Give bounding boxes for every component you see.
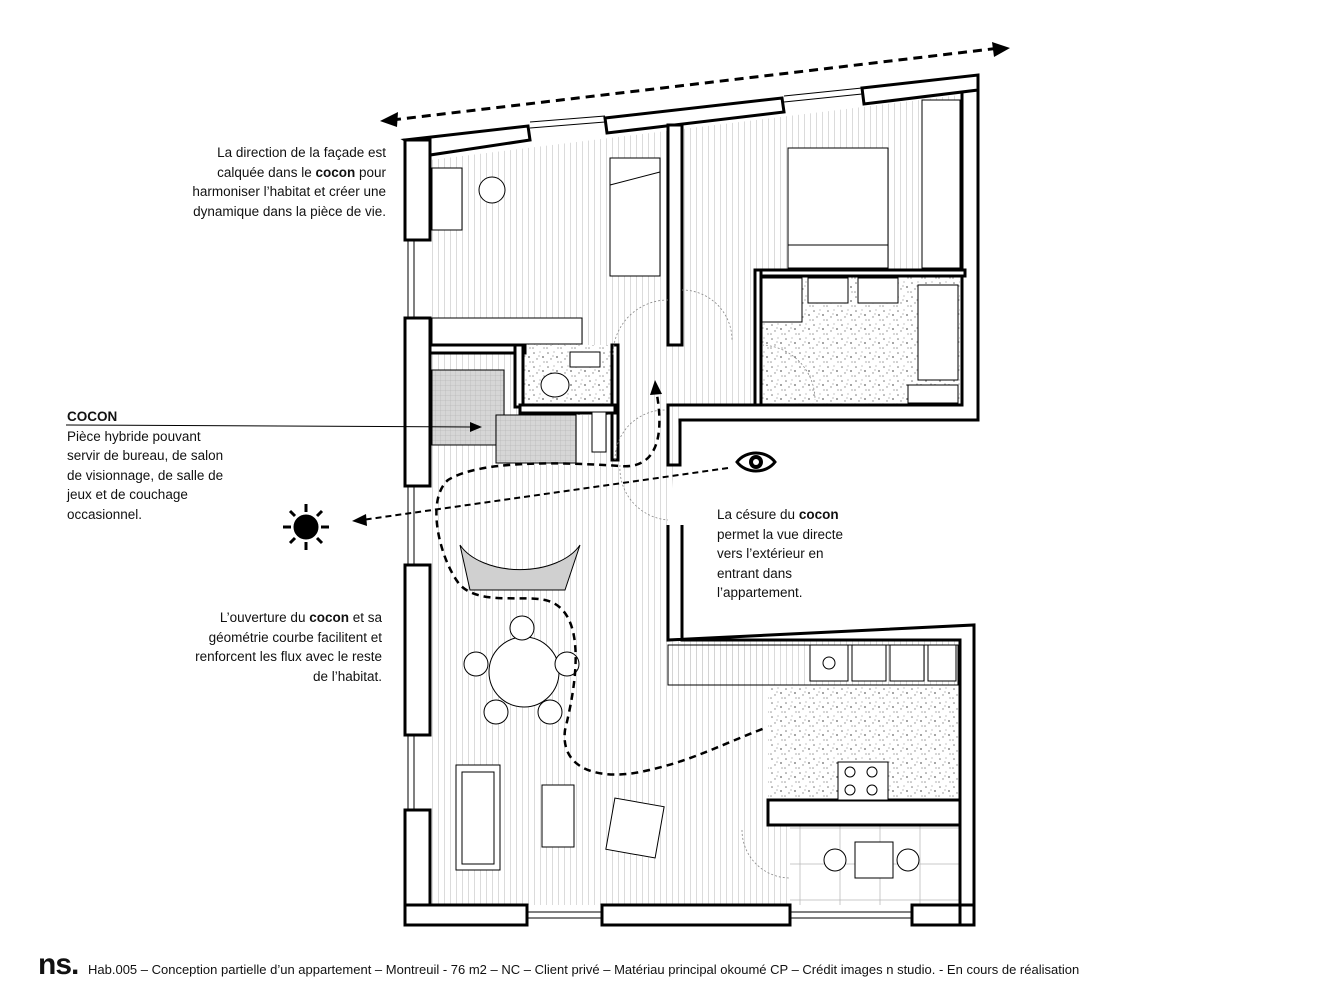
- wet-areas: [520, 275, 960, 905]
- small-table: [854, 841, 894, 879]
- cesure-text-cocon: cocon: [798, 507, 839, 522]
- cocon-bed: [431, 369, 505, 446]
- cocon-bench: [459, 544, 581, 591]
- cesure-text-1: La césure du: [717, 507, 799, 522]
- ouverture-text-1: L’ouverture du: [219, 610, 310, 625]
- cesure-text-2: permet la vue directe vers l’extérieur e…: [717, 526, 844, 601]
- studio-logo: ns.: [38, 948, 79, 981]
- double-bed: [787, 147, 889, 269]
- cesure-annotation: La césure du cocon permet la vue directe…: [717, 505, 865, 603]
- walls: [400, 73, 980, 927]
- doors: [612, 289, 816, 879]
- cooktop: [837, 761, 889, 801]
- cocon-annotation: COCON Pièce hybride pouvant servir de bu…: [67, 407, 225, 524]
- cocon-description: Pièce hybride pouvant servir de bureau, …: [67, 428, 224, 522]
- cocon-title: COCON: [67, 409, 118, 424]
- dining-table: [488, 636, 560, 708]
- facade-text-cocon: cocon: [315, 164, 356, 180]
- furniture: [431, 99, 961, 879]
- flow-path: [435, 380, 766, 776]
- bathtub: [917, 284, 959, 381]
- chair: [478, 176, 506, 204]
- desk: [431, 167, 463, 231]
- eye-icon: [735, 451, 777, 473]
- ouverture-annotation: L’ouverture du cocon et sa géométrie cou…: [190, 608, 382, 686]
- coffee-table: [541, 784, 575, 848]
- wardrobe: [921, 99, 961, 269]
- facade-annotation: La direction de la façade est calquée da…: [190, 143, 386, 221]
- single-bed: [609, 157, 661, 277]
- cocon-leader-line: [65, 422, 482, 432]
- view-line: [352, 467, 729, 526]
- ouverture-text-2: et sa géométrie courbe facilitent et ren…: [195, 610, 382, 684]
- project-caption: Hab.005 – Conception partielle d’un appa…: [88, 962, 1080, 977]
- facade-text-2: pour harmoniser l’habitat et créer une d…: [192, 164, 386, 219]
- facade-text-1: La direction de la façade est calquée da…: [217, 145, 386, 180]
- windows: [407, 87, 912, 919]
- armchair: [605, 797, 665, 859]
- sun-icon: [283, 504, 329, 550]
- facade-direction-arrow: [380, 42, 1010, 127]
- ouverture-text-cocon: cocon: [309, 610, 349, 625]
